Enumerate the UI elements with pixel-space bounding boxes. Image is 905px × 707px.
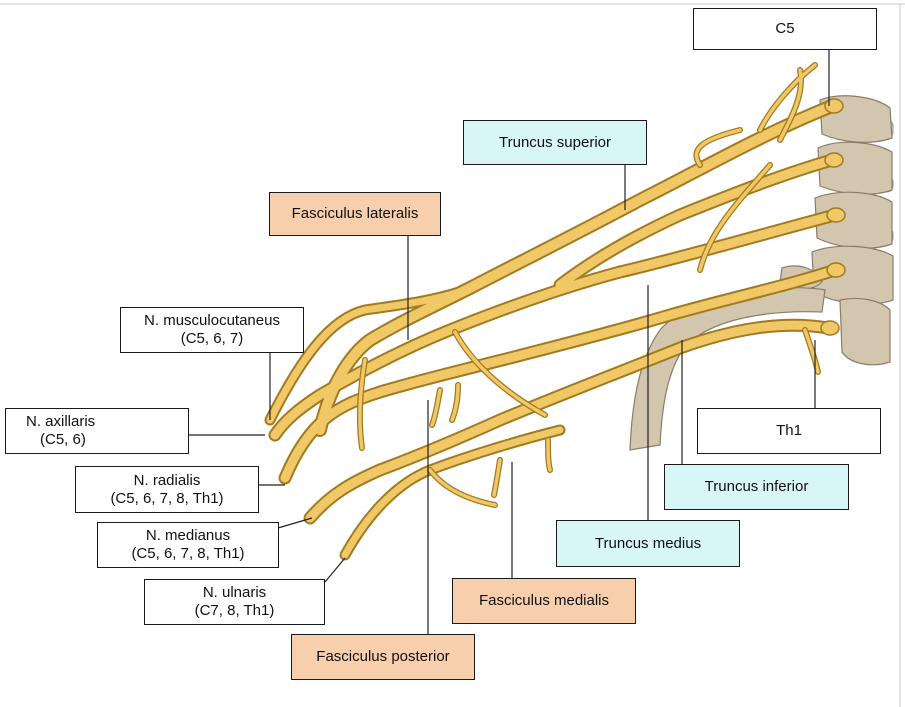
label-truncus-medius: Truncus medius	[556, 520, 740, 567]
nerve-twig	[492, 458, 502, 497]
label-n-ulnaris: N. ulnaris (C7, 8, Th1)	[144, 579, 325, 625]
nerve-root-th1	[305, 320, 833, 523]
nerve-twig	[698, 163, 772, 272]
label-text-line1: N. radialis	[133, 471, 201, 489]
nerve-twig	[450, 383, 460, 422]
root-end-c5	[824, 98, 844, 114]
nerve-twig	[694, 128, 742, 167]
label-text: Truncus superior	[499, 133, 611, 151]
root-end-c6	[824, 152, 844, 168]
vertebra	[839, 297, 891, 366]
vertebra	[814, 191, 893, 249]
nerve-twig	[778, 68, 803, 142]
nerve-root-c5	[315, 101, 837, 435]
nerve-twig	[358, 358, 367, 450]
nerve-twig	[546, 438, 552, 472]
nerve-twig	[430, 388, 442, 427]
label-n-radialis: N. radialis (C5, 6, 7, 8, Th1)	[75, 466, 259, 513]
label-c5: C5	[693, 8, 877, 50]
vertebra	[817, 141, 893, 195]
label-n-axillaris: N. axillaris (C5, 6)	[5, 408, 189, 454]
root-end-th1	[820, 320, 840, 336]
vertebral-column	[779, 95, 894, 366]
root-end-c7	[826, 207, 846, 223]
label-n-musculocutaneus: N. musculocutaneus (C5, 6, 7)	[120, 307, 304, 353]
nerve-twig	[803, 328, 820, 374]
label-text: Fasciculus posterior	[316, 648, 450, 665]
nerve-twig	[758, 63, 817, 132]
nerve-musculocutaneus-branch	[266, 284, 474, 424]
root-end-c8	[826, 262, 846, 278]
label-text-line1: N. ulnaris	[202, 584, 267, 601]
nerve-root-c6	[555, 155, 837, 290]
label-truncus-superior: Truncus superior	[463, 120, 647, 165]
nerve-twig-fill	[358, 63, 820, 507]
label-n-medianus: N. medianus (C5, 6, 7, 8, Th1)	[97, 522, 279, 568]
leader-lines	[188, 50, 830, 634]
label-text-line1: N. medianus	[145, 527, 231, 544]
label-text-line2: (C5, 6, 7)	[180, 330, 244, 347]
label-text: C5	[775, 20, 795, 37]
label-text: Th1	[776, 422, 802, 439]
vertebra	[811, 245, 894, 305]
label-text: Fasciculus medialis	[478, 592, 610, 609]
label-th1: Th1	[697, 408, 881, 454]
label-fasciculus-medialis: Fasciculus medialis	[452, 578, 636, 624]
label-truncus-inferior: Truncus inferior	[664, 464, 849, 510]
label-text-line2: (C5, 6, 7, 8, Th1)	[110, 489, 224, 507]
label-text-line2: (C5, 6)	[40, 431, 86, 448]
nerve-root-ends	[820, 98, 846, 336]
leader-n-ulnaris	[324, 557, 346, 583]
label-fasciculus-posterior: Fasciculus posterior	[291, 634, 475, 680]
label-text-line2: (C7, 8, Th1)	[194, 602, 275, 619]
leader-n-medianus	[277, 517, 313, 529]
nerve-twig	[453, 330, 547, 417]
nerve-twig	[428, 468, 497, 507]
nerve-root-c8	[280, 265, 840, 483]
label-text: Truncus inferior	[704, 478, 809, 495]
label-fasciculus-lateralis: Fasciculus lateralis	[269, 192, 441, 236]
label-text-line1: N. musculocutaneus	[144, 312, 280, 329]
label-text-line2: (C5, 6, 7, 8, Th1)	[131, 545, 245, 562]
label-text-line1: N. axillaris	[26, 413, 96, 430]
label-text: Fasciculus lateralis	[291, 205, 419, 222]
label-text: Truncus medius	[594, 534, 702, 552]
nerve-fill-layer	[266, 101, 840, 559]
